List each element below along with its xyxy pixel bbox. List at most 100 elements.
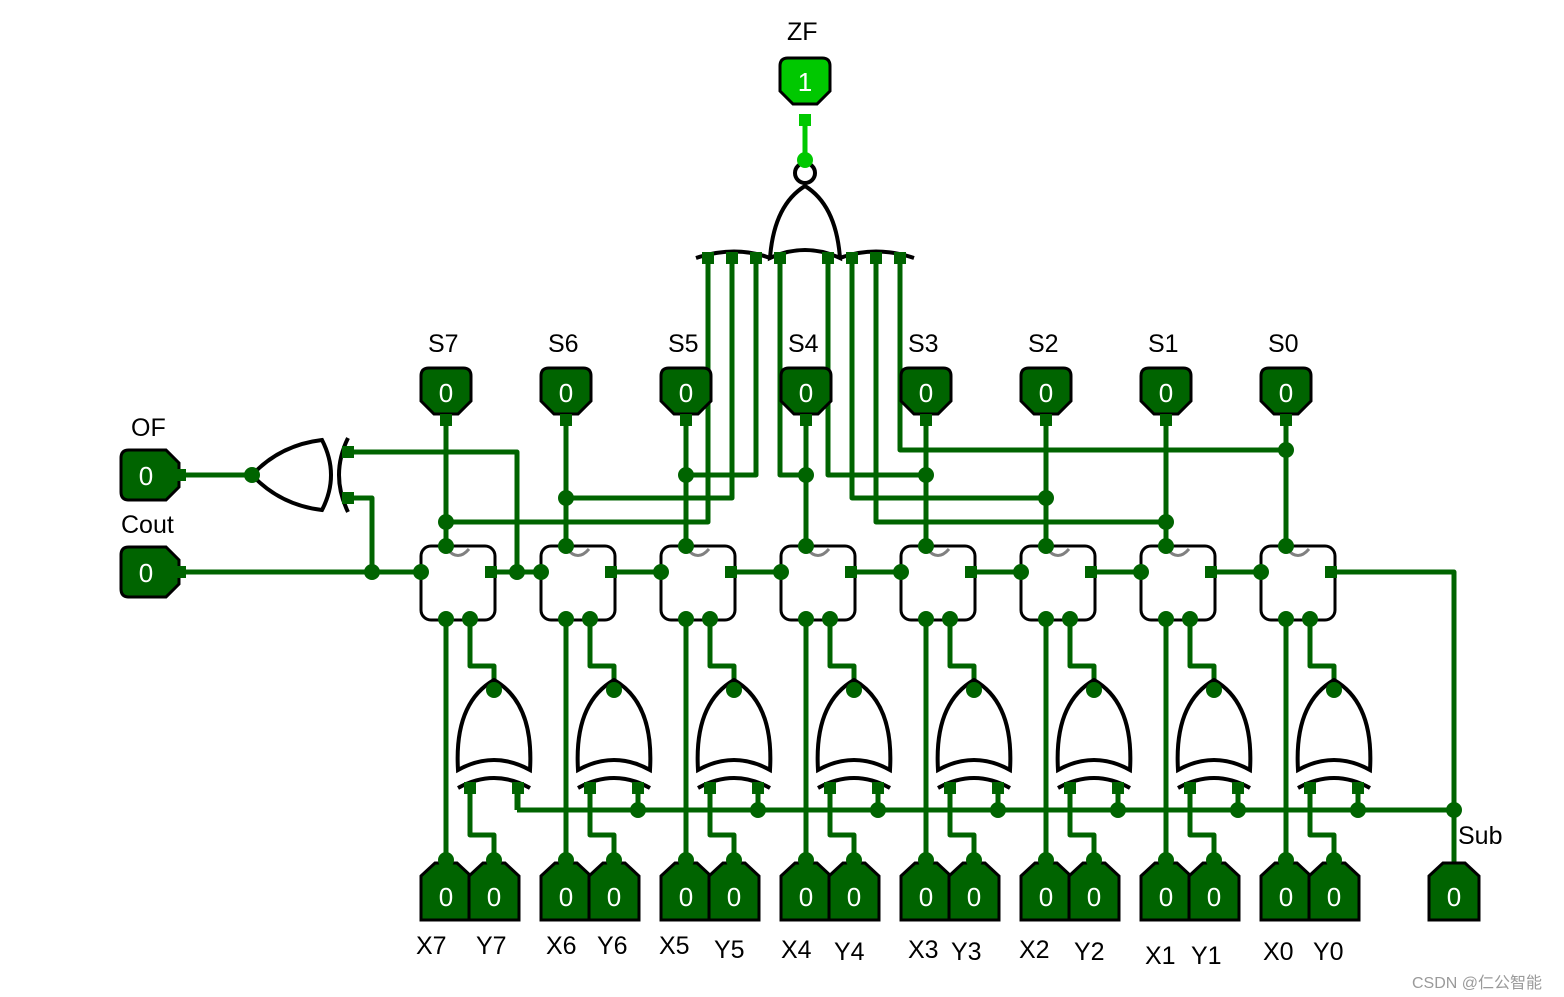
pin-connector (824, 782, 836, 794)
full-adder-6 (1139, 544, 1217, 622)
y-input-label-6: Y1 (1191, 942, 1222, 970)
junction-dot (678, 611, 694, 627)
junction-dot (942, 611, 958, 627)
pin-connector (1112, 782, 1124, 794)
junction-dot (1013, 564, 1029, 580)
pin-connector (1352, 782, 1364, 794)
junction-dot (364, 564, 380, 580)
full-adder-3 (779, 544, 857, 622)
cout-value: 0 (138, 558, 154, 588)
junction-dot (678, 852, 694, 868)
junction-dot (606, 852, 622, 868)
y-input-label-1: Y6 (597, 932, 628, 960)
junction-dot (870, 802, 886, 818)
nor-input-wire-6 (873, 258, 1166, 525)
junction-dot (1038, 852, 1054, 868)
y-input-pin-1[interactable] (587, 861, 641, 922)
junction-dot (486, 852, 502, 868)
junction-dot (773, 564, 789, 580)
pin-connector (752, 782, 764, 794)
xor-out-wire-1 (587, 619, 617, 690)
y-input-value-2: 0 (726, 882, 742, 912)
y-input-pin-2[interactable] (707, 861, 761, 922)
xor-out-wire-4 (947, 619, 977, 690)
junction-dot (990, 802, 1006, 818)
junction-dot (1158, 514, 1174, 530)
cout-output-pin (119, 545, 181, 599)
junction-dot (462, 611, 478, 627)
pin-connector (485, 566, 497, 578)
y-input-pin-6[interactable] (1187, 861, 1241, 922)
junction-dot (750, 802, 766, 818)
xor-out-wire-6 (1187, 619, 1217, 690)
sum-output-pin-6[interactable] (1139, 366, 1193, 416)
pin-connector (1184, 782, 1196, 794)
sum-value-0: 0 (438, 378, 454, 408)
of-xor-input-a (348, 449, 520, 572)
x-input-label-7: X0 (1263, 938, 1294, 966)
pin-connector (944, 782, 956, 794)
junction-dot (1158, 852, 1174, 868)
zf-output-pin[interactable] (778, 56, 832, 106)
junction-dot (413, 564, 429, 580)
sum-label-7: S0 (1268, 330, 1299, 358)
junction-dot (1206, 852, 1222, 868)
of-xor-input-b (348, 495, 375, 572)
junction-dot (726, 852, 742, 868)
junction-dot (726, 682, 742, 698)
zf-value: 1 (797, 67, 813, 97)
x-input-value-5: 0 (1038, 882, 1054, 912)
nor-input-wire-2 (686, 258, 759, 478)
nor-input-wire-3 (777, 258, 806, 478)
sum-output-pin-3[interactable] (779, 366, 833, 416)
y-input-pin-3[interactable] (827, 861, 881, 922)
pins (119, 56, 1481, 922)
pin-connector (822, 252, 834, 264)
pin-connector (680, 414, 692, 426)
sum-output-pin-2[interactable] (659, 366, 713, 416)
sum-output-pin-4[interactable] (899, 366, 953, 416)
x-input-value-6: 0 (1158, 882, 1174, 912)
x-input-value-1: 0 (558, 882, 574, 912)
sum-output-pin-7[interactable] (1259, 366, 1313, 416)
junction-dot (918, 538, 934, 554)
junction-dot (678, 538, 694, 554)
pin-connector (750, 252, 762, 264)
junction-dot (1110, 802, 1126, 818)
sum-output-pin-0[interactable] (419, 366, 473, 416)
x-input-label-0: X7 (416, 932, 447, 960)
sum-output-pin-5[interactable] (1019, 366, 1073, 416)
sub-xor-gate-1 (575, 677, 653, 790)
sub-carry-in-wire (1335, 569, 1457, 866)
junction-dot (1278, 538, 1294, 554)
junction-dot (798, 852, 814, 868)
sum-label-6: S1 (1148, 330, 1179, 358)
junction-dot (1158, 538, 1174, 554)
pin-connector (1085, 566, 1097, 578)
of-label: OF (131, 414, 166, 442)
y-input-pin-7[interactable] (1307, 861, 1361, 922)
y-input-pin-4[interactable] (947, 861, 1001, 922)
y-input-label-7: Y0 (1313, 938, 1344, 966)
pin-connector (1325, 566, 1337, 578)
junction-dot (1133, 564, 1149, 580)
y-input-wire-0 (467, 788, 497, 866)
pin-connector (920, 414, 932, 426)
nor-input-wire-5 (849, 258, 1046, 501)
y-input-value-3: 0 (846, 882, 862, 912)
y-input-pin-5[interactable] (1067, 861, 1121, 922)
sum-output-pin-1[interactable] (539, 366, 593, 416)
junction-dot (1086, 852, 1102, 868)
junction-dot (558, 611, 574, 627)
nor-input-wire-1 (566, 258, 735, 501)
y-input-value-6: 0 (1206, 882, 1222, 912)
pin-connector (174, 469, 186, 481)
y-input-label-4: Y3 (951, 938, 982, 966)
sub-input-pin[interactable] (1427, 861, 1481, 922)
junction-dot (678, 467, 694, 483)
y-input-pin-0[interactable] (467, 861, 521, 922)
junction-dot (1086, 682, 1102, 698)
x-input-value-7: 0 (1278, 882, 1294, 912)
junction-dot (797, 152, 813, 168)
junction-dot (558, 538, 574, 554)
